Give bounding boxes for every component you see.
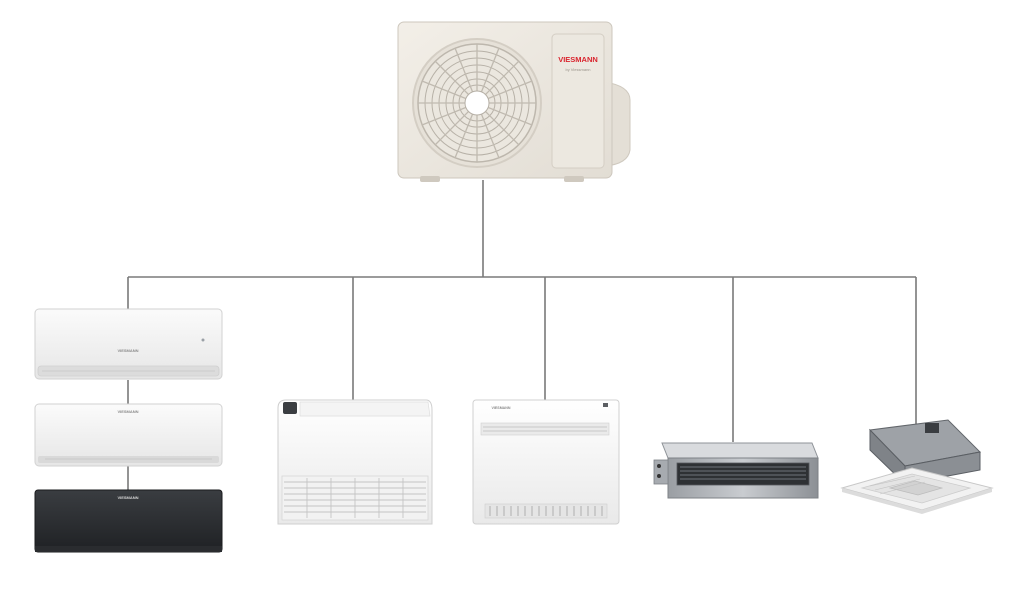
outdoor-sub-brand-label: by Viessmann	[565, 67, 590, 72]
wall-split-dark-icon: VIESMANN	[34, 489, 223, 553]
floor-ceiling-unit-icon	[277, 399, 433, 525]
wall-unit-1-brand-label: VIESMANN	[117, 348, 138, 353]
wall-unit-dark-brand-label: VIESMANN	[117, 495, 138, 500]
outdoor-brand-label: VIESMANN	[558, 55, 598, 64]
ducted-unit-icon	[653, 442, 819, 499]
outdoor-unit-icon: VIESMANN by Viessmann	[397, 21, 631, 182]
console-brand-label: VIESMANN	[492, 406, 511, 410]
console-unit-icon: VIESMANN	[472, 399, 620, 525]
connector-lines	[127, 180, 917, 490]
wall-split-icon-1: VIESMANN	[34, 308, 223, 380]
wall-unit-2-brand-label: VIESMANN	[117, 409, 138, 414]
cassette-unit-icon	[840, 419, 994, 514]
wall-split-icon-2: VIESMANN	[34, 403, 223, 467]
